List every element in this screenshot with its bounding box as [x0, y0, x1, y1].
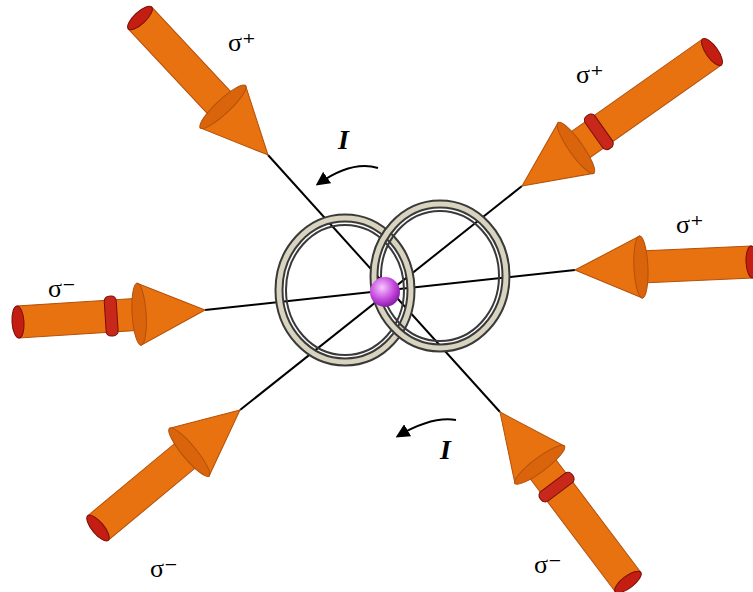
laser-beam [10, 279, 207, 353]
polarization-label: σ⁺ [228, 30, 256, 56]
laser-beam [475, 393, 656, 592]
polarization-label: σ⁺ [676, 212, 704, 238]
polarization-label: σ⁻ [534, 552, 562, 578]
laser-beam [504, 23, 735, 211]
current-arrow [318, 166, 378, 184]
beam-axes [205, 155, 575, 412]
polarization-label: σ⁻ [150, 556, 178, 582]
current-label: I [338, 126, 349, 154]
atom-cloud [370, 277, 400, 307]
laser-beam [574, 231, 753, 301]
current-label: I [440, 436, 451, 464]
laser-beams [10, 0, 753, 592]
polarization-label: σ⁺ [576, 62, 604, 88]
laser-beam [113, 0, 290, 176]
polarization-label: σ⁻ [48, 276, 76, 302]
anti-helmholtz-coils [279, 204, 506, 362]
current-arrow [398, 419, 456, 436]
laser-beam [74, 386, 260, 556]
